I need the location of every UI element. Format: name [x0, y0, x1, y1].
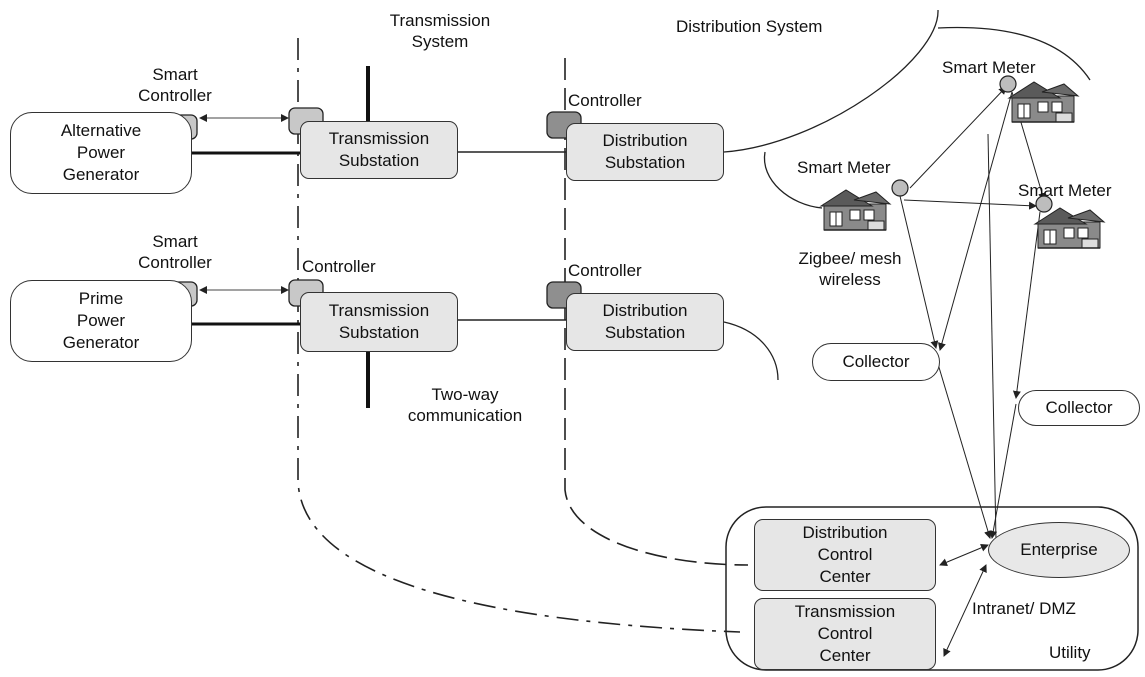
alternative-power-generator: Alternative Power Generator	[10, 112, 192, 194]
collector-right: Collector	[1018, 390, 1140, 426]
distribution-boundary-line	[564, 58, 749, 566]
distribution-curve-lower	[723, 321, 779, 381]
distribution-control-center: Distribution Control Center	[754, 519, 936, 591]
smart-controller-label-top: Smart Controller	[138, 65, 212, 105]
intranet-dmz-label: Intranet/ DMZ	[972, 599, 1076, 618]
utility-boundary	[725, 506, 1139, 671]
transmission-substation-top: Transmission Substation	[300, 121, 458, 179]
house-icon	[1008, 81, 1079, 123]
network-arrows	[899, 86, 1046, 657]
smart-meter-icon	[891, 179, 909, 197]
transmission-boundary-line	[297, 38, 741, 633]
prime-power-generator: Prime Power Generator	[10, 280, 192, 362]
smart-controller-label-bottom: Smart Controller	[138, 232, 212, 272]
utility-label: Utility	[1049, 643, 1091, 662]
smart-meter-label-2: Smart Meter	[797, 158, 891, 177]
distribution-substation-top: Distribution Substation	[566, 123, 724, 181]
smart-meter-label-3: Smart Meter	[1018, 181, 1112, 200]
transmission-control-center: Transmission Control Center	[754, 598, 936, 670]
enterprise-node: Enterprise	[988, 522, 1130, 578]
zigbee-label: Zigbee/ mesh wireless	[798, 249, 902, 289]
house-icon	[1034, 207, 1105, 249]
smart-meter-icon	[999, 75, 1017, 93]
distribution-curve-upper	[937, 26, 1091, 81]
distribution-substation-bottom: Distribution Substation	[566, 293, 724, 351]
smart-meter-label-1: Smart Meter	[942, 58, 1036, 77]
controller-label-ds1: Controller	[568, 91, 642, 110]
distribution-system-label: Distribution System	[676, 17, 823, 36]
transmission-system-label: Transmission System	[389, 11, 491, 51]
transmission-substation-bottom: Transmission Substation	[300, 292, 458, 352]
distribution-curve-left	[763, 151, 823, 209]
house-icon	[820, 189, 891, 231]
smart-meter-icon	[1035, 195, 1053, 213]
distribution-curve-top	[723, 9, 939, 153]
controller-label-ds2: Controller	[568, 261, 642, 280]
two-way-communication-label: Two-way communication	[407, 385, 523, 425]
collector-left: Collector	[812, 343, 940, 381]
controller-label-ts2: Controller	[302, 257, 376, 276]
